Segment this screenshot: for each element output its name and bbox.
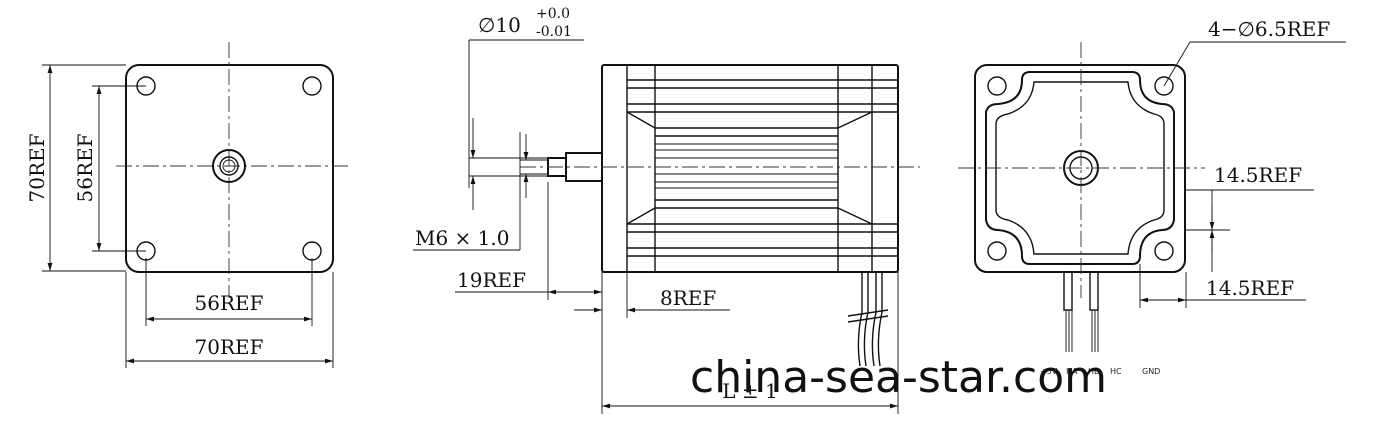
wire-label-5v: +5V bbox=[1040, 367, 1058, 376]
shaft-boss-outer bbox=[212, 149, 246, 183]
dim-56ref-horizontal: 56REF bbox=[195, 291, 264, 315]
dim-19ref: 19REF bbox=[457, 268, 526, 292]
dim-mount-holes: 4−∅6.5REF bbox=[1208, 17, 1330, 41]
wire-label-hb: HB bbox=[1088, 367, 1100, 376]
dim-70ref-horizontal: 70REF bbox=[195, 335, 264, 359]
shaft-boss-inner bbox=[219, 156, 239, 176]
wire-label-hc: HC bbox=[1110, 367, 1122, 376]
front-flange-outline bbox=[125, 64, 334, 273]
dim-thread: M6 × 1.0 bbox=[415, 226, 509, 250]
rear-lead-wires bbox=[1063, 271, 1099, 352]
dim-8ref: 8REF bbox=[660, 286, 716, 310]
rear-mount-hole-top-left bbox=[987, 76, 1007, 96]
dim-56ref-vertical: 56REF bbox=[73, 133, 97, 202]
rear-mount-hole-top-right bbox=[1154, 76, 1174, 96]
watermark: china-sea-star.com bbox=[690, 352, 1107, 403]
dim-shaft-tol-upper: +0.0 bbox=[536, 6, 570, 22]
dim-70ref-vertical: 70REF bbox=[25, 133, 49, 202]
dim-shaft-tol-lower: -0.01 bbox=[536, 24, 572, 40]
motor-body bbox=[601, 64, 899, 273]
dim-body-length: L ± 1 bbox=[722, 379, 777, 403]
front-view: 70REF 56REF 56REF 70REF bbox=[25, 42, 352, 368]
rear-mount-hole-bottom-right bbox=[1154, 241, 1174, 261]
dim-14-5ref-bottom: 14.5REF bbox=[1206, 276, 1294, 300]
dim-14-5ref-top: 14.5REF bbox=[1214, 163, 1302, 187]
dim-shaft-diameter: ∅10 bbox=[478, 13, 521, 37]
wire-label-ha: HA bbox=[1066, 367, 1078, 376]
rear-mount-hole-bottom-left bbox=[987, 241, 1007, 261]
wire-label-gnd: GND bbox=[1142, 367, 1160, 376]
side-view: ∅10 +0.0 -0.01 M6 × 1.0 19REF 8REF L ± 1 bbox=[413, 6, 920, 414]
rear-view: +5V HA HB HC GND 4−∅6.5REF 14.5REF 14.5R… bbox=[958, 17, 1346, 376]
rear-flange-outline bbox=[974, 64, 1186, 273]
mount-hole-top-right bbox=[302, 76, 322, 96]
rear-end-cap bbox=[985, 71, 1175, 265]
mount-hole-bottom-right bbox=[302, 241, 322, 261]
lead-wires bbox=[857, 272, 883, 367]
